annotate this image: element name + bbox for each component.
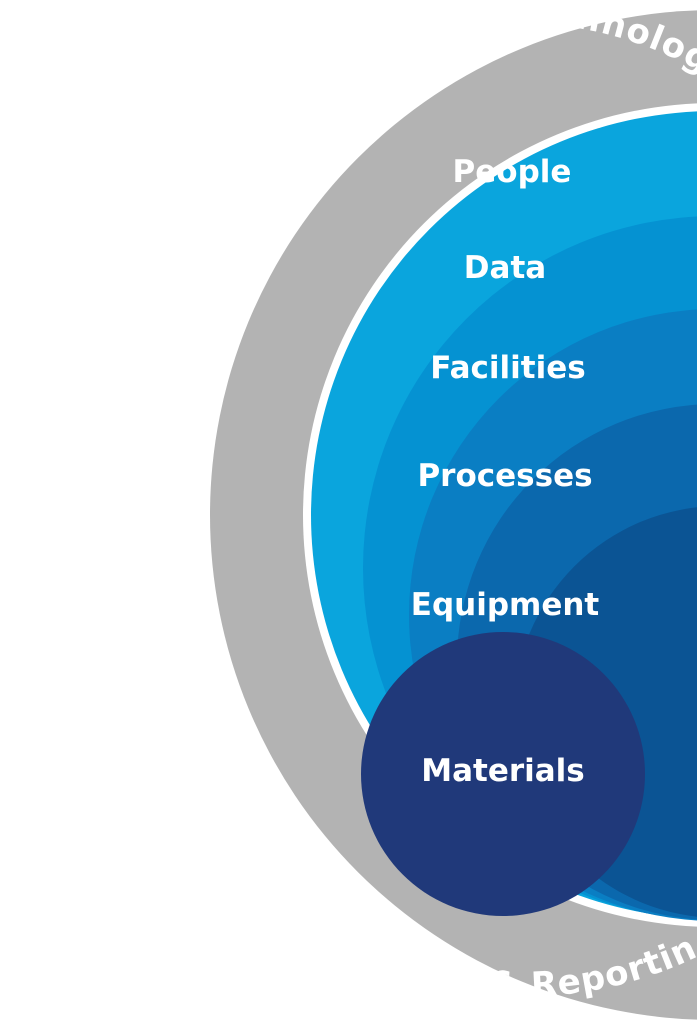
layer-label-processes: Processes (417, 458, 592, 494)
ring-label-business-acumen: Business Acumen (31, 529, 205, 843)
ring-divider-bottom (190, 835, 260, 905)
ring-divider-top (193, 113, 275, 189)
layer-label-equipment: Equipment (411, 587, 600, 623)
layer-label-facilities: Facilities (430, 350, 585, 386)
layer-label-data: Data (464, 250, 546, 286)
ring-label-industry-expertise: Industry Expertise (0, 0, 222, 470)
layer-label-materials: Materials (421, 753, 585, 789)
layer-materials (361, 632, 645, 916)
layer-label-people: People (453, 154, 572, 190)
